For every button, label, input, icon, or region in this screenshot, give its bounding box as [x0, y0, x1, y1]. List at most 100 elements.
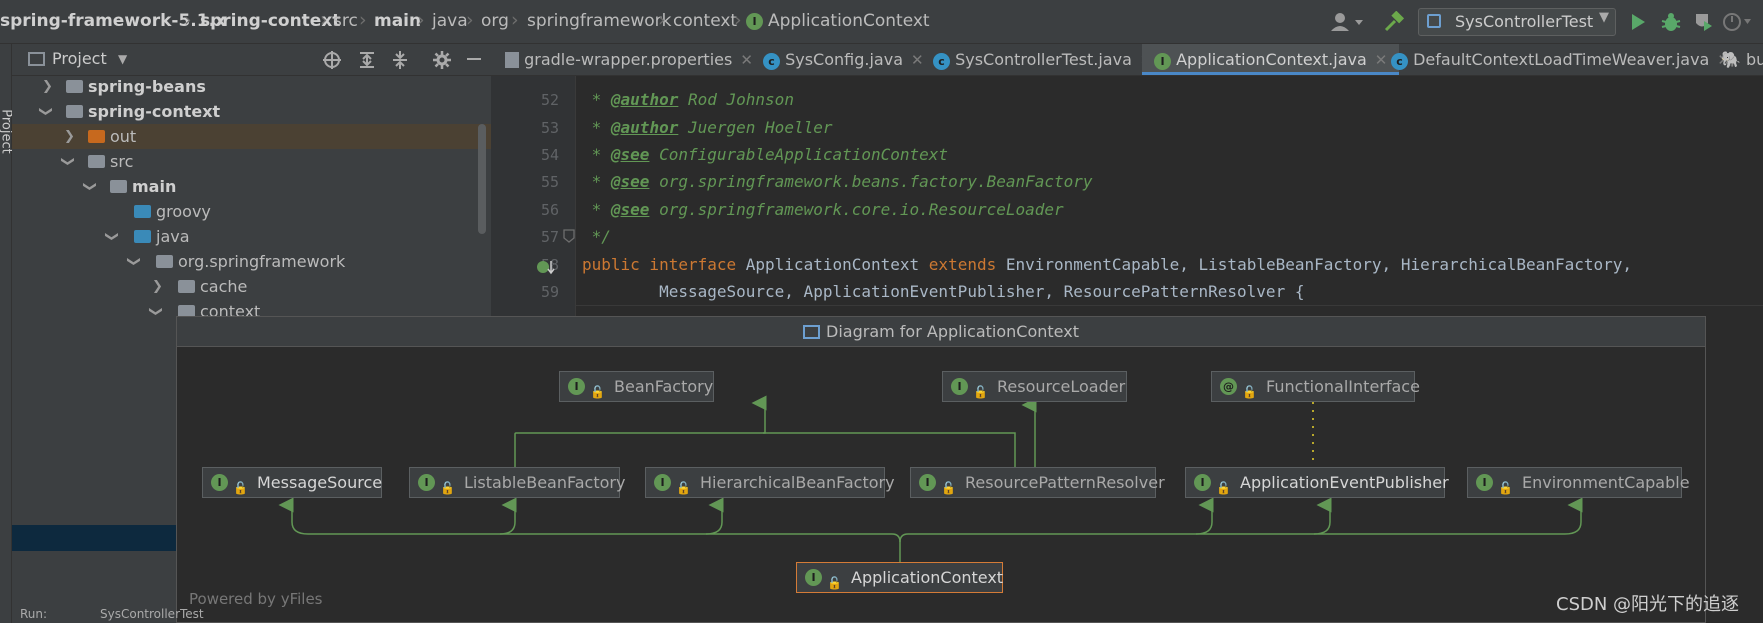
tab-syscontrollertest[interactable]: c SysControllerTest.java✕ [933, 44, 1152, 75]
tree-item-main[interactable]: ❯ main [12, 174, 491, 199]
breadcrumb-separator: › [359, 9, 367, 31]
javadoc-tag: @author [610, 118, 679, 137]
module-folder-icon [66, 80, 83, 93]
breadcrumb-context[interactable]: context [673, 11, 738, 31]
breadcrumb-separator: › [734, 9, 742, 31]
tab-build[interactable]: 🐘 bu [1721, 44, 1763, 75]
diagram-node-listablebeanfactory[interactable]: I🔓 ListableBeanFactory [409, 467, 625, 498]
javadoc-text: Juergen Hoeller [687, 118, 833, 137]
tab-defaultcontextloadtimeweaver[interactable]: c DefaultContextLoadTimeWeaver.java✕ [1391, 44, 1730, 75]
chevron-down-icon[interactable]: ❯ [125, 256, 141, 267]
chevron-right-icon[interactable]: ❯ [42, 79, 53, 94]
project-panel-title[interactable]: Project [52, 49, 107, 68]
close-icon[interactable]: ✕ [740, 51, 753, 69]
code-line: * @author Juergen Hoeller [582, 118, 833, 137]
fold-icon[interactable] [562, 228, 576, 244]
tree-selection-highlight [12, 525, 176, 551]
tab-gradle-wrapper[interactable]: gradle-wrapper.properties✕ [505, 44, 753, 75]
tree-item-label: out [110, 127, 137, 146]
interface-icon: I [418, 474, 435, 491]
watermark: CSDN @阳光下的追逐 [1556, 594, 1740, 615]
diagram-node-beanfactory[interactable]: I🔓 BeanFactory [559, 371, 714, 402]
run-config-tab[interactable]: SysControllerTest [100, 607, 204, 621]
user-icon[interactable] [1330, 12, 1364, 32]
implemented-marker-icon[interactable] [536, 258, 558, 278]
diagram-node-functionalinterface[interactable]: @🔓 FunctionalInterface [1211, 371, 1420, 402]
breadcrumb-project[interactable]: spring-framework-5.1.x [0, 11, 226, 31]
close-icon[interactable]: ✕ [1717, 51, 1730, 69]
breadcrumb-separator: › [658, 9, 666, 31]
breadcrumb-module[interactable]: spring-context [200, 11, 341, 31]
close-icon[interactable]: ✕ [1374, 51, 1388, 69]
folder-icon [88, 155, 105, 168]
breadcrumb-src[interactable]: src [333, 11, 358, 31]
chevron-right-icon[interactable]: ❯ [152, 279, 163, 294]
tree-scrollbar[interactable] [478, 124, 486, 234]
chevron-down-icon[interactable]: ❯ [81, 181, 97, 192]
tab-label: bu [1746, 50, 1763, 69]
profile-icon[interactable] [1722, 11, 1752, 33]
close-icon[interactable]: ✕ [911, 51, 924, 69]
folder-icon [110, 180, 127, 193]
breadcrumb-separator: › [320, 9, 328, 31]
lock-icon: 🔓 [233, 481, 248, 495]
coverage-icon[interactable] [1692, 11, 1714, 33]
tree-item-cache[interactable]: ❯ cache [12, 274, 491, 299]
tab-label: ApplicationContext.java [1176, 50, 1367, 69]
diagram-node-hierarchicalbeanfactory[interactable]: I🔓 HierarchicalBeanFactory [645, 467, 895, 498]
diagram-node-messagesource[interactable]: I🔓 MessageSource [202, 467, 382, 498]
diagram-node-applicationeventpublisher[interactable]: I🔓 ApplicationEventPublisher [1185, 467, 1449, 498]
collapse-all-icon[interactable] [390, 50, 410, 70]
code-line: * @see ConfigurableApplicationContext [582, 145, 949, 164]
tab-sysconfig[interactable]: c SysConfig.java✕ [763, 44, 924, 75]
interface-icon: I [1154, 53, 1171, 70]
run-label[interactable]: Run: [20, 607, 48, 621]
chevron-down-icon[interactable]: ❯ [103, 231, 119, 242]
tree-item-org-springframework[interactable]: ❯ org.springframework [12, 249, 491, 274]
line-number: 52 [540, 91, 559, 109]
debug-icon[interactable] [1660, 11, 1682, 33]
breadcrumb-java[interactable]: java [432, 11, 468, 31]
tree-item-groovy[interactable]: groovy [12, 199, 491, 224]
properties-file-icon [505, 52, 519, 68]
chevron-down-icon[interactable]: ❯ [37, 106, 53, 117]
tab-applicationcontext[interactable]: I ApplicationContext.java ✕ [1142, 44, 1400, 75]
run-configuration-select[interactable]: SysControllerTest ▼ [1418, 8, 1616, 36]
locate-icon[interactable] [322, 50, 342, 70]
code-line: */ [582, 227, 611, 246]
keyword: public interface [582, 255, 737, 274]
diagram-node-resourcepatternresolver[interactable]: I🔓 ResourcePatternResolver [910, 467, 1165, 498]
breadcrumb-main[interactable]: main [374, 11, 422, 31]
gradle-icon: 🐘 [1721, 50, 1741, 69]
tab-label: SysConfig.java [785, 50, 903, 69]
chevron-right-icon[interactable]: ❯ [64, 129, 75, 144]
tree-item-java[interactable]: ❯ java [12, 224, 491, 249]
tree-item-out[interactable]: ❯ out [12, 124, 491, 149]
diagram-node-applicationcontext[interactable]: I🔓 ApplicationContext [796, 562, 1003, 593]
breadcrumb-org[interactable]: org [481, 11, 509, 31]
run-icon[interactable] [1628, 12, 1648, 32]
expand-all-icon[interactable] [357, 50, 377, 70]
diagram-node-environmentcapable[interactable]: I🔓 EnvironmentCapable [1467, 467, 1690, 498]
lock-icon: 🔓 [973, 385, 988, 399]
diagram-node-resourceloader[interactable]: I🔓 ResourceLoader [942, 371, 1127, 402]
minimize-icon[interactable] [467, 58, 481, 60]
breadcrumb-class[interactable]: ApplicationContext [768, 11, 930, 31]
tree-item-spring-beans[interactable]: ❯ spring-beans [12, 74, 491, 99]
chevron-down-icon[interactable]: ▼ [118, 52, 128, 66]
caret-row-divider [575, 305, 1763, 306]
tree-item-label: spring-beans [88, 77, 206, 96]
run-configuration-label: SysControllerTest [1455, 12, 1594, 31]
chevron-down-icon[interactable]: ❯ [59, 156, 75, 167]
build-hammer-icon[interactable] [1383, 11, 1405, 33]
node-label: ApplicationEventPublisher [1240, 473, 1449, 492]
tree-item-label: java [156, 227, 190, 246]
tree-item-spring-context[interactable]: ❯ spring-context [12, 99, 491, 124]
interface-icon: I [1476, 474, 1493, 491]
chevron-down-icon[interactable]: ❯ [147, 306, 163, 317]
gear-icon[interactable] [432, 50, 452, 70]
tree-item-src[interactable]: ❯ src [12, 149, 491, 174]
package-icon [178, 280, 195, 293]
interface-icon: I [654, 474, 671, 491]
breadcrumb-springframework[interactable]: springframework [527, 11, 672, 31]
